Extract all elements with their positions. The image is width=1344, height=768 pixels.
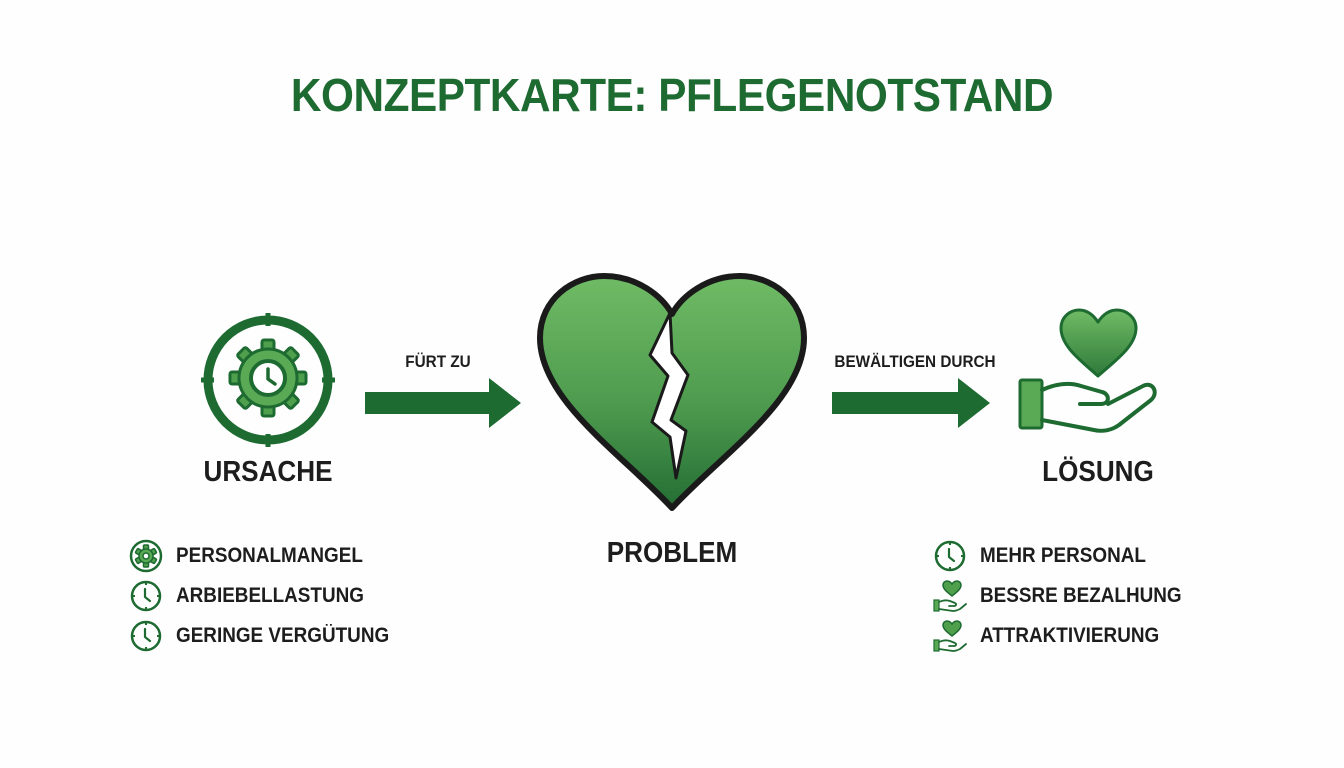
list-item: ARBIEBELLASTUNG: [128, 576, 413, 616]
cause-item-label: PERSONALMANGEL: [176, 544, 363, 567]
heart-in-hand-icon: [1018, 308, 1157, 433]
solution-list: MEHR PERSONAL BESSRE BEZALHUNG ATTRAKTIV…: [932, 536, 1204, 656]
list-item: PERSONALMANGEL: [128, 536, 413, 576]
edge-label-overcome-by: BEWÄLTIGEN DURCH: [834, 352, 996, 371]
arrow-problem-to-solution: [832, 378, 990, 428]
cause-item-label: GERINGE VERGÜTUNG: [176, 624, 390, 647]
list-item: GERINGE VERGÜTUNG: [128, 616, 413, 656]
clock-icon: [130, 620, 162, 652]
edge-label-leads-to: FÜRT ZU: [405, 352, 471, 371]
solution-item-label: MEHR PERSONAL: [980, 544, 1146, 567]
solution-item-label: ATTRAKTIVIERUNG: [980, 624, 1160, 647]
list-item: MEHR PERSONAL: [932, 536, 1204, 576]
clock-icon: [934, 540, 966, 572]
arrow-cause-to-problem: [365, 378, 521, 428]
page-title: KONZEPTKARTE: PFLEGENOTSTAND: [290, 69, 1054, 121]
cause-list: PERSONALMANGEL ARBIEBELLASTUNG G: [128, 536, 413, 656]
solution-item-label: BESSRE BEZALHUNG: [980, 584, 1182, 607]
list-item: BESSRE BEZALHUNG: [932, 576, 1204, 616]
node-label-problem: PROBLEM: [606, 537, 738, 569]
cause-item-label: ARBIEBELLASTUNG: [176, 584, 364, 607]
node-label-cause: URSACHE: [203, 456, 333, 488]
heart-hand-icon: [933, 580, 967, 612]
gear-icon: [129, 539, 163, 573]
node-label-solution: LÖSUNG: [1042, 456, 1154, 488]
gear-clock-icon: [201, 313, 335, 447]
heart-hand-icon: [933, 620, 967, 652]
broken-heart-icon: [537, 273, 807, 511]
clock-icon: [130, 580, 162, 612]
list-item: ATTRAKTIVIERUNG: [932, 616, 1204, 656]
